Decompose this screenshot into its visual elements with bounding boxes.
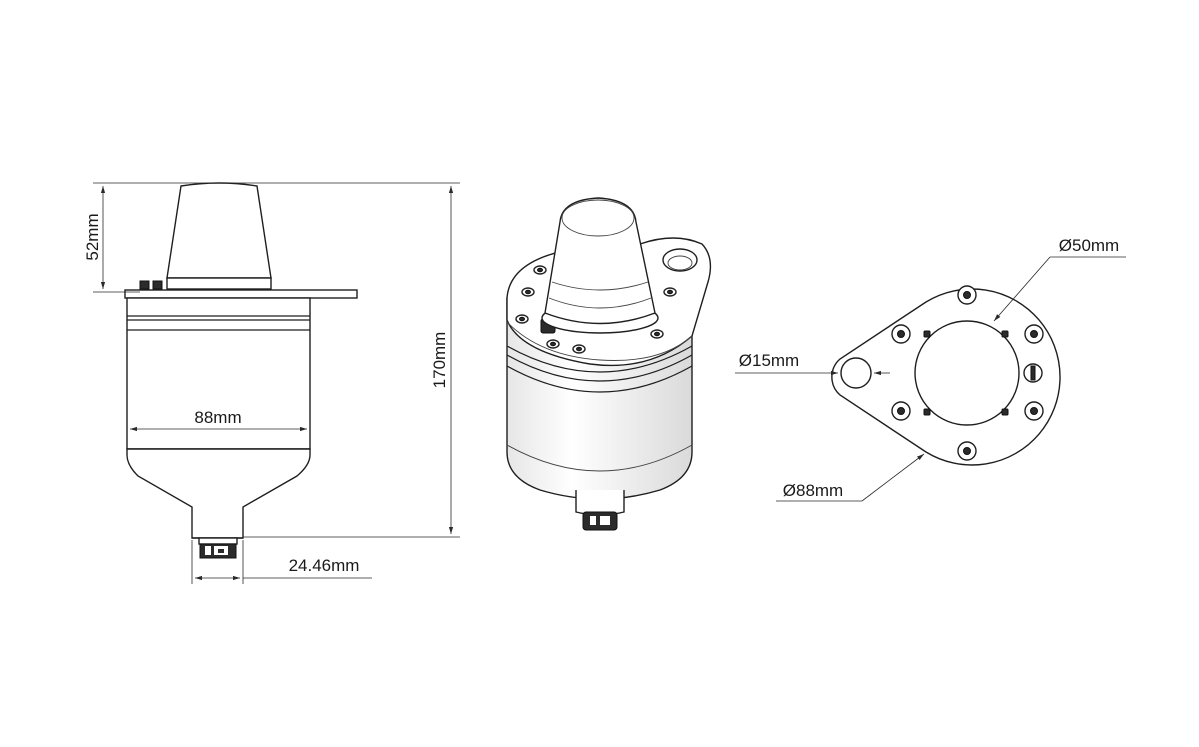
isometric-view	[506, 197, 712, 531]
mounting-flange	[124, 289, 358, 299]
iso-radome	[544, 197, 656, 325]
flange-fitting	[139, 280, 150, 290]
sensor-radome	[166, 182, 272, 279]
top-mount-hole	[840, 357, 872, 389]
side-view: 52mm 170mm 88mm 24.46mm	[83, 182, 460, 584]
dim-170mm: 170mm	[430, 332, 449, 389]
iso-bolts	[515, 265, 677, 354]
dim-52mm: 52mm	[83, 213, 102, 260]
iso-mount-hole	[662, 248, 698, 272]
dim-24-46mm: 24.46mm	[289, 556, 360, 575]
dim-d88mm: Ø88mm	[783, 481, 843, 500]
top-view: Ø50mm Ø15mm Ø88mm	[735, 236, 1126, 502]
dim-d15mm: Ø15mm	[739, 351, 799, 370]
top-bolts	[891, 285, 1044, 461]
flange-fitting	[152, 280, 163, 290]
dim-d50mm: Ø50mm	[1059, 236, 1119, 255]
iso-connector	[582, 511, 618, 531]
top-center-opening	[914, 320, 1020, 426]
dim-88mm-side: 88mm	[194, 408, 241, 427]
body-cone	[126, 448, 311, 539]
connector	[198, 537, 238, 559]
